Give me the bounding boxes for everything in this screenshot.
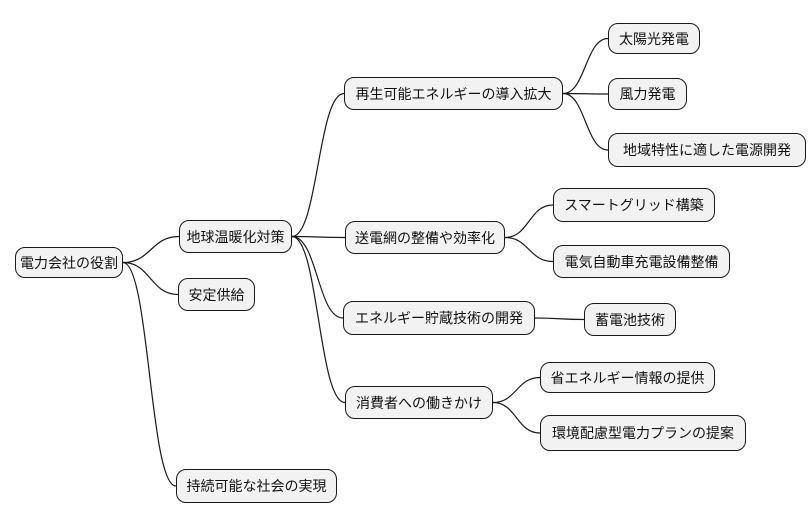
- node-solar-power: 太陽光発電: [608, 23, 700, 54]
- edge-root-global-warming: [122, 235, 180, 264]
- edge-renewable-solar: [562, 37, 609, 95]
- edge-warming-grid: [291, 235, 346, 239]
- edge-grid-smartgrid: [504, 204, 554, 239]
- node-renewable-expansion: 再生可能エネルギーの導入拡大: [344, 77, 563, 110]
- node-battery-tech: 蓄電池技術: [584, 303, 676, 336]
- edge-renewable-regional: [562, 92, 609, 151]
- node-eco-plan: 環境配慮型電力プランの提案: [540, 415, 746, 451]
- node-wind-power: 風力発電: [608, 78, 687, 110]
- node-ev-charging: 電気自動車充電設備整備: [553, 245, 730, 278]
- node-regional-power-dev: 地域特性に適した電源開発: [608, 133, 806, 167]
- node-stable-supply: 安定供給: [178, 278, 255, 311]
- edge-storage-battery: [534, 317, 585, 321]
- node-energy-saving-info: 省エネルギー情報の提供: [540, 362, 715, 393]
- edge-warming-renewable: [291, 92, 345, 238]
- node-energy-storage-dev: エネルギー貯蔵技術の開発: [343, 301, 535, 335]
- node-sustainable-society: 持続可能な社会の実現: [176, 469, 337, 503]
- edge-grid-ev: [504, 236, 554, 263]
- edge-root-stable-supply: [122, 261, 179, 296]
- node-grid-efficiency: 送電網の整備や効率化: [345, 221, 505, 254]
- edge-consumer-eco-plan: [492, 401, 541, 434]
- node-smart-grid: スマートグリッド構築: [553, 188, 715, 222]
- edge-root-sustainable-society: [122, 261, 177, 487]
- node-role: 電力会社の役割: [15, 247, 123, 278]
- edge-warming-consumer: [291, 235, 346, 404]
- node-consumer-outreach: 消費者への働きかけ: [345, 386, 493, 419]
- node-global-warming: 地球温暖化対策: [179, 220, 292, 253]
- edge-renewable-wind: [562, 92, 609, 95]
- edge-warming-storage: [291, 235, 344, 319]
- edge-consumer-saving-info: [492, 376, 541, 404]
